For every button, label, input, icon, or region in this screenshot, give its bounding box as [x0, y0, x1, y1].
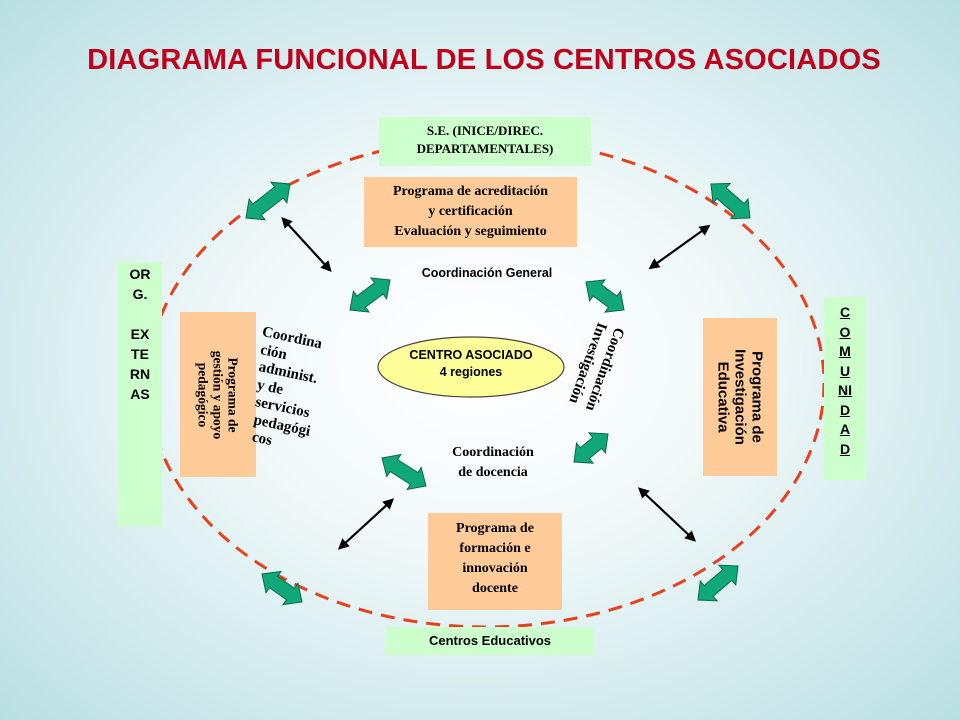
center-line2: 4 regiones: [439, 365, 503, 379]
org-externas-line-0: OR: [129, 266, 151, 282]
green-arrow-outer-top-left: [245, 181, 291, 221]
org-externas-line-1: G.: [132, 286, 148, 302]
green-arrow-inner-top-right: [585, 279, 625, 313]
program-gestion-line-0: Programa de: [225, 356, 241, 433]
center-text: CENTRO ASOCIADO 4 regiones: [378, 347, 564, 381]
org-externas-line-6: AS: [130, 386, 150, 402]
se-box: S.E. (INICE/DIREC. DEPARTAMENTALES): [379, 117, 591, 166]
program-formacion-line-1: formación e: [459, 541, 531, 556]
comunidad-line-5: D: [839, 401, 851, 418]
program-investigacion-line-0: Programa de: [748, 351, 766, 443]
org-externas-line-4: TE: [131, 346, 149, 362]
black-arrow-bottom-left: [337, 498, 395, 550]
green-arrow-outer-bottom-right: [697, 564, 739, 602]
green-arrow-inner-bottom-right: [573, 432, 609, 464]
black-arrow-top-right: [648, 224, 711, 270]
program-gestion-line-2: pedagógico: [195, 362, 211, 427]
org-externas-line-2: [138, 304, 142, 324]
coord-docencia-label: Coordinación de docencia: [426, 443, 560, 483]
org-externas-box: OR G. EX TE RN AS: [118, 262, 162, 526]
black-arrow-bottom-right: [637, 487, 697, 542]
black-arrow-top-left: [281, 216, 332, 273]
green-arrow-inner-top-left: [349, 277, 391, 313]
se-line2: DEPARTAMENTALES): [416, 141, 554, 156]
green-arrow-inner-bottom-left: [381, 453, 427, 491]
diagram-title: DIAGRAMA FUNCIONAL DE LOS CENTROS ASOCIA…: [87, 44, 881, 76]
comunidad-line-7: D: [839, 440, 851, 457]
centros-educativos-box: Centros Educativos: [386, 627, 594, 655]
comunidad-line-1: O: [839, 323, 851, 340]
green-arrow-outer-bottom-left: [261, 570, 303, 606]
program-formacion-box: Programa de formación e innovación docente: [428, 513, 562, 610]
program-acreditacion-line-1: y certificación: [428, 204, 513, 219]
coord-docencia-line-1: de docencia: [458, 465, 528, 480]
comunidad-line-0: C: [839, 304, 851, 320]
center-ellipse: [377, 336, 565, 398]
org-externas-line-3: EX: [130, 326, 150, 342]
comunidad-line-4: NI: [838, 382, 852, 398]
se-line1: S.E. (INICE/DIREC.: [426, 123, 544, 138]
coord-general-label: Coordinación General: [421, 266, 553, 280]
program-formacion-line-2: innovación: [462, 561, 528, 576]
program-acreditacion-line-0: Programa de acreditación: [392, 184, 548, 199]
program-gestion-line-1: gestión y apoyo: [210, 350, 226, 439]
program-investigacion-line-2: Educativa: [714, 361, 732, 433]
program-investigacion-line-1: Investigación: [731, 349, 749, 445]
program-formacion-line-0: Programa de: [456, 521, 534, 536]
comunidad-line-2: M: [839, 343, 851, 359]
coord-docencia-line-0: Coordinación: [452, 445, 534, 460]
program-formacion-line-3: docente: [472, 581, 518, 596]
green-arrow-outer-top-right: [710, 182, 751, 220]
comunidad-line-3: U: [839, 362, 851, 379]
program-acreditacion-line-2: Evaluación y seguimiento: [394, 224, 547, 239]
comunidad-line-6: A: [839, 421, 851, 437]
org-externas-line-5: RN: [129, 366, 151, 382]
center-line1: CENTRO ASOCIADO: [409, 348, 533, 362]
